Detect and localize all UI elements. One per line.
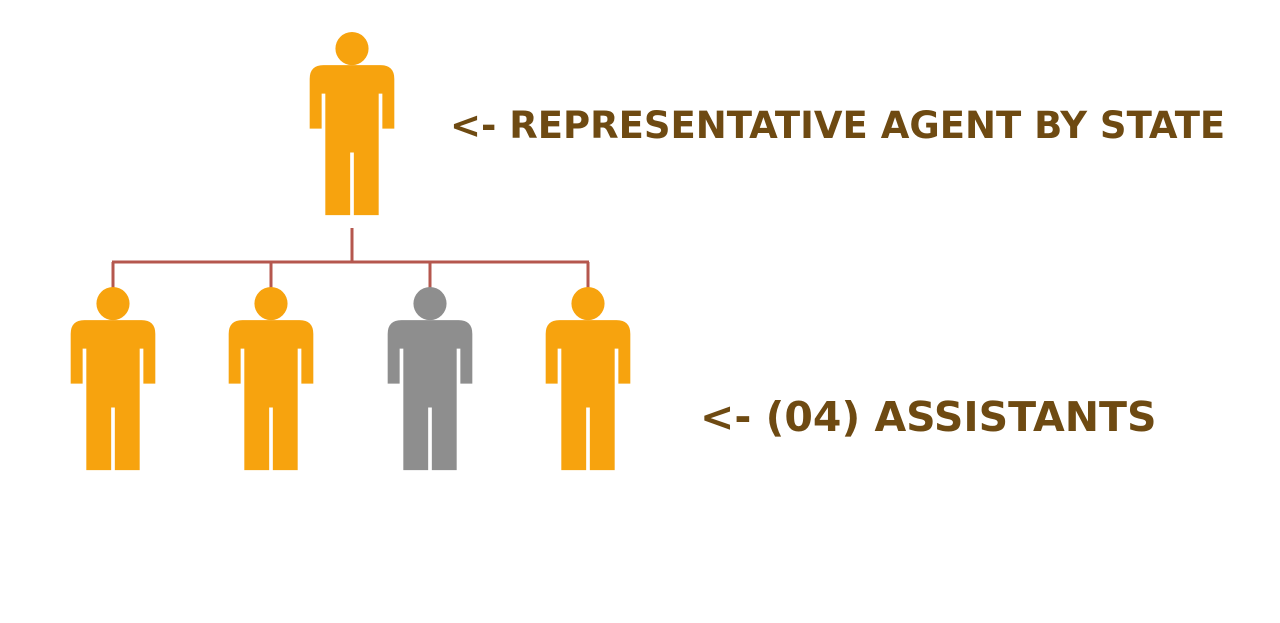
- agent-label: <- REPRESENTATIVE AGENT BY STATE: [450, 104, 1226, 147]
- hierarchy-connectors: [111, 228, 590, 290]
- assistants-label: <- (04) ASSISTANTS: [700, 393, 1157, 441]
- assistant-4-person-icon: [545, 287, 631, 471]
- assistant-1-person-icon: [70, 287, 156, 471]
- assistant-3-person-icon: [387, 287, 473, 471]
- agent-person-icon: [309, 32, 395, 216]
- assistant-2-person-icon: [228, 287, 314, 471]
